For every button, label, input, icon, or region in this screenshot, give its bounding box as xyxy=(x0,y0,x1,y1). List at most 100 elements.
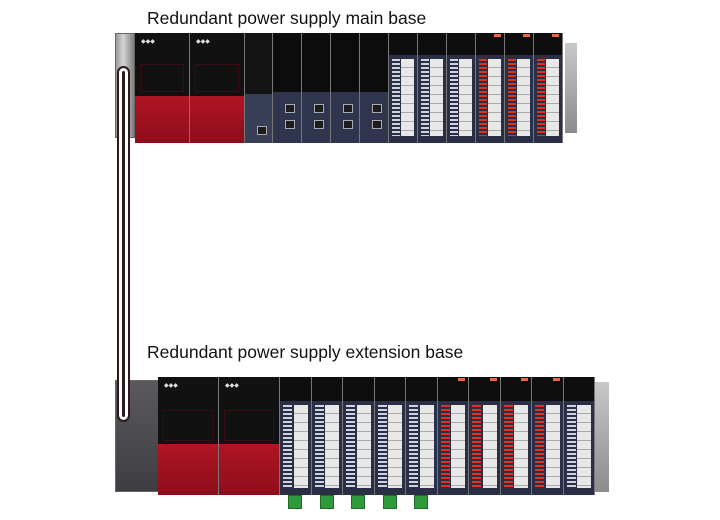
io-module xyxy=(563,377,595,495)
terminal-block xyxy=(419,405,434,488)
cpu-module xyxy=(245,33,273,143)
led-display xyxy=(311,377,342,401)
terminal-block xyxy=(459,59,472,137)
network-module xyxy=(331,33,360,143)
network-module xyxy=(273,33,302,143)
io-module xyxy=(532,377,564,495)
terminal-block xyxy=(356,405,371,488)
led-display xyxy=(500,377,531,401)
display-window xyxy=(163,410,213,441)
main-base-rail xyxy=(565,43,577,133)
ethernet-port-icon xyxy=(285,120,295,129)
ethernet-port-icon xyxy=(257,126,267,135)
io-module xyxy=(505,33,534,143)
terminal-labels xyxy=(566,405,576,488)
terminal-block xyxy=(517,59,530,137)
terminal-labels xyxy=(472,405,482,488)
led-display xyxy=(418,33,446,55)
network-front-panel xyxy=(360,92,388,143)
extension-base-end-plate xyxy=(115,380,159,492)
display-window xyxy=(140,63,184,93)
status-led-icon xyxy=(523,34,530,37)
led-display xyxy=(437,377,468,401)
led-display xyxy=(406,377,437,401)
terminal-labels xyxy=(377,405,387,488)
io-module xyxy=(437,377,469,495)
terminal-block xyxy=(388,405,402,488)
status-led-icon xyxy=(489,378,497,381)
green-connector xyxy=(382,495,397,509)
ethernet-port-icon xyxy=(372,104,382,113)
led-display xyxy=(563,377,594,401)
ethernet-port-icon xyxy=(314,104,324,113)
terminal-labels xyxy=(314,405,324,488)
mitsubishi-logo-icon: ◆◆◆ xyxy=(164,383,178,389)
status-led-icon xyxy=(494,34,501,37)
terminal-labels xyxy=(508,59,517,137)
ethernet-port-icon xyxy=(372,120,382,129)
power-supply-module: ◆◆◆ xyxy=(158,377,219,495)
green-connector xyxy=(319,495,334,509)
terminal-labels xyxy=(392,59,401,137)
terminal-block xyxy=(430,59,443,137)
ethernet-port-icon xyxy=(314,120,324,129)
cpu-front-panel xyxy=(245,93,272,143)
led-display xyxy=(534,33,562,55)
led-display xyxy=(469,377,500,401)
network-front-panel xyxy=(273,92,301,143)
terminal-labels xyxy=(440,405,450,488)
terminal-block xyxy=(546,59,559,137)
terminal-labels xyxy=(503,405,513,488)
mitsubishi-logo-icon: ◆◆◆ xyxy=(141,39,155,45)
main-base-label: Redundant power supply main base xyxy=(147,8,427,28)
io-module xyxy=(343,377,375,495)
terminal-labels xyxy=(535,405,545,488)
io-module xyxy=(534,33,563,143)
io-module xyxy=(418,33,447,143)
io-module xyxy=(374,377,406,495)
terminal-block xyxy=(488,59,501,137)
terminal-block xyxy=(401,59,414,137)
status-led-icon xyxy=(552,34,559,37)
red-cover xyxy=(190,95,244,143)
red-cover xyxy=(219,444,279,495)
terminal-labels xyxy=(421,59,430,137)
io-module xyxy=(406,377,438,495)
ethernet-port-icon xyxy=(285,104,295,113)
green-connector xyxy=(414,495,428,509)
green-connector xyxy=(288,495,302,509)
terminal-block xyxy=(514,405,528,488)
led-display xyxy=(389,33,417,55)
io-module xyxy=(476,33,505,143)
network-front-panel xyxy=(331,92,359,143)
extension-base-rail xyxy=(595,382,609,492)
power-supply-module: ◆◆◆ xyxy=(135,33,190,143)
power-supply-module: ◆◆◆ xyxy=(190,33,245,143)
extension-cable xyxy=(117,66,130,422)
led-display xyxy=(343,377,374,401)
status-led-icon xyxy=(521,378,528,381)
extension-base-label: Redundant power supply extension base xyxy=(147,342,464,362)
led-display xyxy=(505,33,533,55)
status-led-icon xyxy=(458,378,465,381)
green-connector xyxy=(351,495,365,509)
terminal-block xyxy=(577,405,591,488)
led-display xyxy=(532,377,563,401)
terminal-block xyxy=(293,405,308,488)
main-base: ◆◆◆ ◆◆◆ xyxy=(115,33,577,143)
red-cover xyxy=(135,95,189,143)
terminal-block xyxy=(545,405,560,488)
led-display xyxy=(447,33,475,55)
display-window xyxy=(224,410,274,441)
io-module xyxy=(311,377,343,495)
terminal-block xyxy=(482,405,497,488)
network-module xyxy=(302,33,331,143)
terminal-labels xyxy=(537,59,546,137)
ethernet-port-icon xyxy=(343,120,353,129)
display-window xyxy=(195,63,239,93)
network-module xyxy=(360,33,389,143)
terminal-labels xyxy=(346,405,356,488)
network-front-panel xyxy=(302,92,330,143)
led-display xyxy=(280,377,311,401)
extension-base: ◆◆◆◆◆◆ xyxy=(115,377,610,512)
